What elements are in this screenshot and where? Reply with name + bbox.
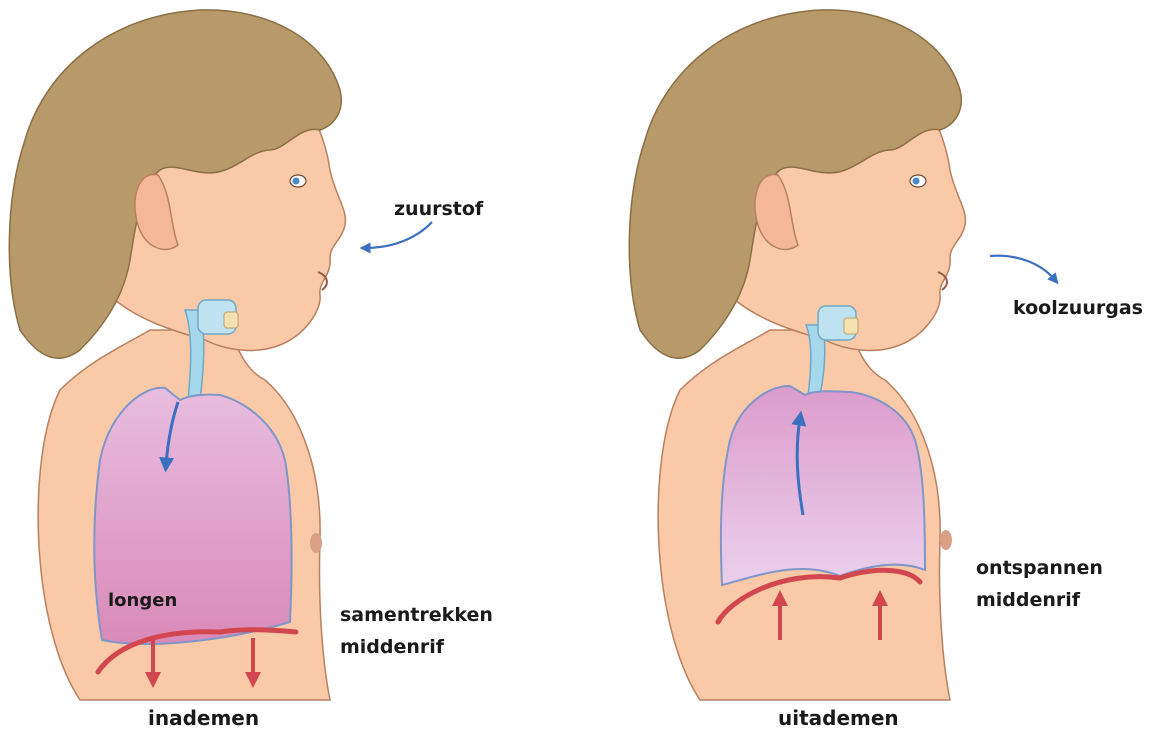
- label-longen: longen: [108, 590, 177, 612]
- label-middenrif-right: middenrif: [976, 589, 1080, 612]
- label-samentrekken: samentrekken: [340, 604, 493, 627]
- label-middenrif-left: middenrif: [340, 636, 444, 659]
- label-ontspannen: ontspannen: [976, 557, 1103, 580]
- label-zuurstof: zuurstof: [394, 198, 483, 221]
- lung-exhale: [721, 386, 925, 585]
- label-koolzuurgas: koolzuurgas: [1013, 297, 1143, 320]
- airflow-arrow-mouth-exhale: [990, 256, 1055, 280]
- airflow-arrow-mouth-inhale: [365, 222, 432, 248]
- caption-inademen: inademen: [148, 706, 259, 730]
- caption-uitademen: uitademen: [778, 706, 899, 730]
- inhale-panel: [9, 10, 432, 700]
